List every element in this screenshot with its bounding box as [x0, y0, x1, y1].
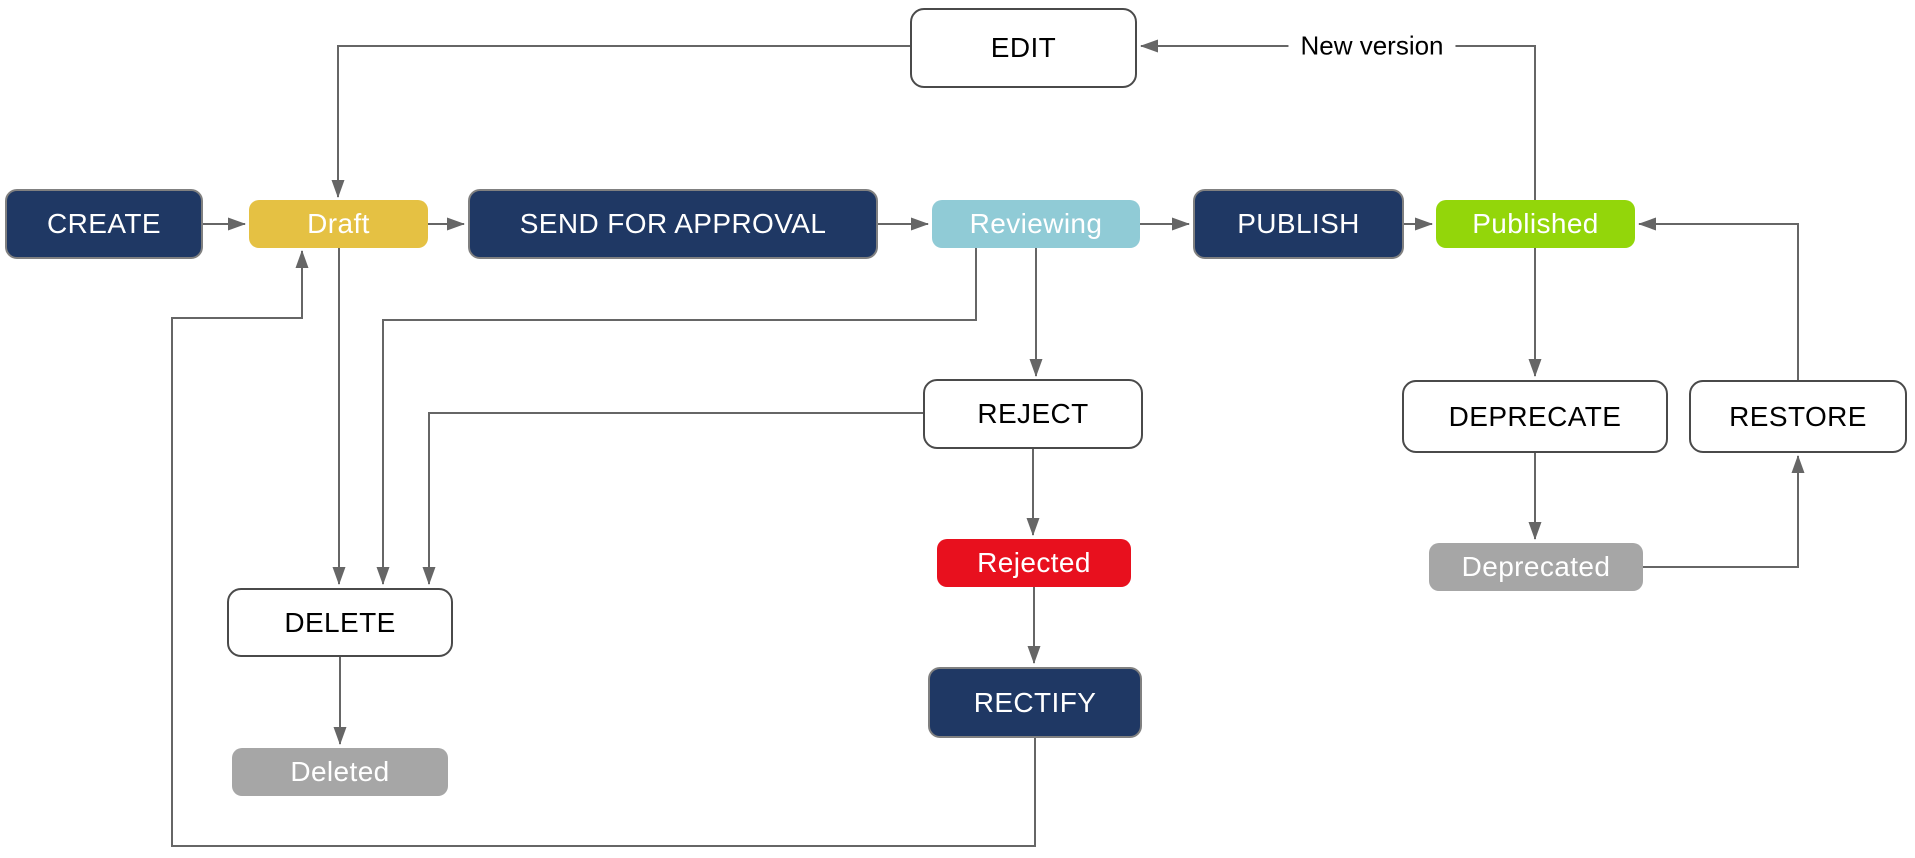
node-label-rectify: RECTIFY [973, 686, 1097, 718]
node-restore: RESTORE [1689, 380, 1907, 453]
node-edit: EDIT [910, 8, 1137, 88]
node-label-publish: PUBLISH [1237, 208, 1360, 239]
node-publish: PUBLISH [1193, 189, 1404, 259]
node-label-delete: DELETE [284, 606, 396, 638]
node-label-edit: EDIT [990, 32, 1057, 63]
node-send-for-approval: SEND FOR APPROVAL [468, 189, 878, 259]
edge-label-published-to-edit: New version [1288, 28, 1456, 64]
edge-restore-to-published [1638, 217, 1799, 380]
node-label-draft: Draft [307, 208, 370, 239]
node-label-rejected: Rejected [977, 547, 1091, 578]
node-label-deprecate: DEPRECATE [1448, 400, 1622, 432]
node-label-reject: REJECT [977, 398, 1089, 429]
edge-rectify-to-draft-loop [171, 250, 1036, 847]
edge-edit-to-draft [331, 45, 910, 198]
node-reviewing: Reviewing [932, 200, 1140, 248]
node-published: Published [1436, 200, 1635, 248]
node-label-create: CREATE [47, 208, 161, 239]
edge-published-to-edit [1140, 39, 1536, 200]
node-label-deprecated: Deprecated [1461, 551, 1611, 582]
node-reject: REJECT [923, 379, 1143, 449]
node-label-published: Published [1472, 208, 1599, 239]
node-label-restore: RESTORE [1729, 400, 1867, 432]
node-label-reviewing: Reviewing [969, 208, 1103, 239]
node-label-deleted: Deleted [290, 756, 390, 787]
node-deprecated: Deprecated [1429, 543, 1643, 591]
node-label-send-for-approval: SEND FOR APPROVAL [519, 208, 827, 239]
edge-deprecated-to-restore [1643, 455, 1805, 568]
node-delete: DELETE [227, 588, 453, 657]
edge-reviewing-to-delete [376, 248, 977, 585]
node-deprecate: DEPRECATE [1402, 380, 1668, 453]
node-draft: Draft [249, 200, 428, 248]
node-rectify: RECTIFY [928, 667, 1142, 738]
node-deleted: Deleted [232, 748, 448, 796]
node-rejected: Rejected [937, 539, 1131, 587]
edge-reject-to-delete [422, 412, 923, 585]
node-create: CREATE [5, 189, 203, 259]
